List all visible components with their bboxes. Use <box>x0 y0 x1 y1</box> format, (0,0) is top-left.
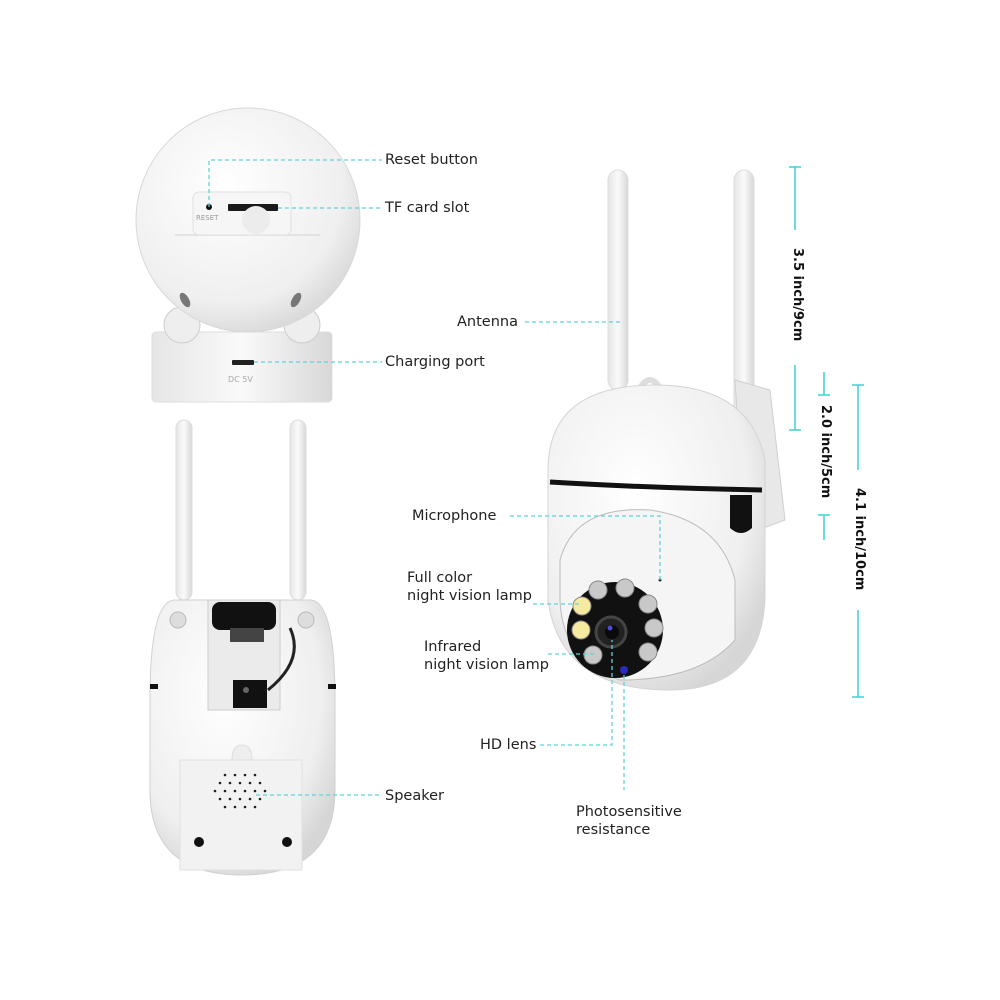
label-antenna: Antenna <box>457 314 518 330</box>
label-photosensitive-2: resistance <box>576 822 651 838</box>
label-hd-lens: HD lens <box>480 737 537 753</box>
label-microphone: Microphone <box>412 508 497 524</box>
leader-lines <box>208 159 661 796</box>
label-reset-button: Reset button <box>385 152 478 168</box>
label-full-color-lamp-2: night vision lamp <box>407 588 533 604</box>
label-speaker: Speaker <box>385 788 444 804</box>
label-tf-card-slot: TF card slot <box>385 200 470 216</box>
label-infrared-lamp-2: night vision lamp <box>424 657 550 673</box>
dimension-antenna-height: 3.5 inch/9cm <box>790 248 805 342</box>
svg-text:RESET: RESET <box>196 214 219 222</box>
dimension-lines <box>789 166 864 698</box>
label-full-color-lamp-1: Full color <box>407 570 473 586</box>
back-view-bottom-camera <box>149 419 336 876</box>
label-photosensitive-1: Photosensitive <box>576 804 682 820</box>
dimension-head-height: 2.0 inch/5cm <box>818 405 833 499</box>
speaker-grille <box>213 773 267 809</box>
front-view-camera <box>547 169 786 691</box>
back-view-top-camera: DC 5V RESET <box>135 107 361 403</box>
dimension-body-height: 4.1 inch/10cm <box>852 488 867 591</box>
label-charging-port: Charging port <box>385 354 485 370</box>
svg-text:DC 5V: DC 5V <box>228 375 253 384</box>
label-infrared-lamp-1: Infrared <box>424 639 482 655</box>
